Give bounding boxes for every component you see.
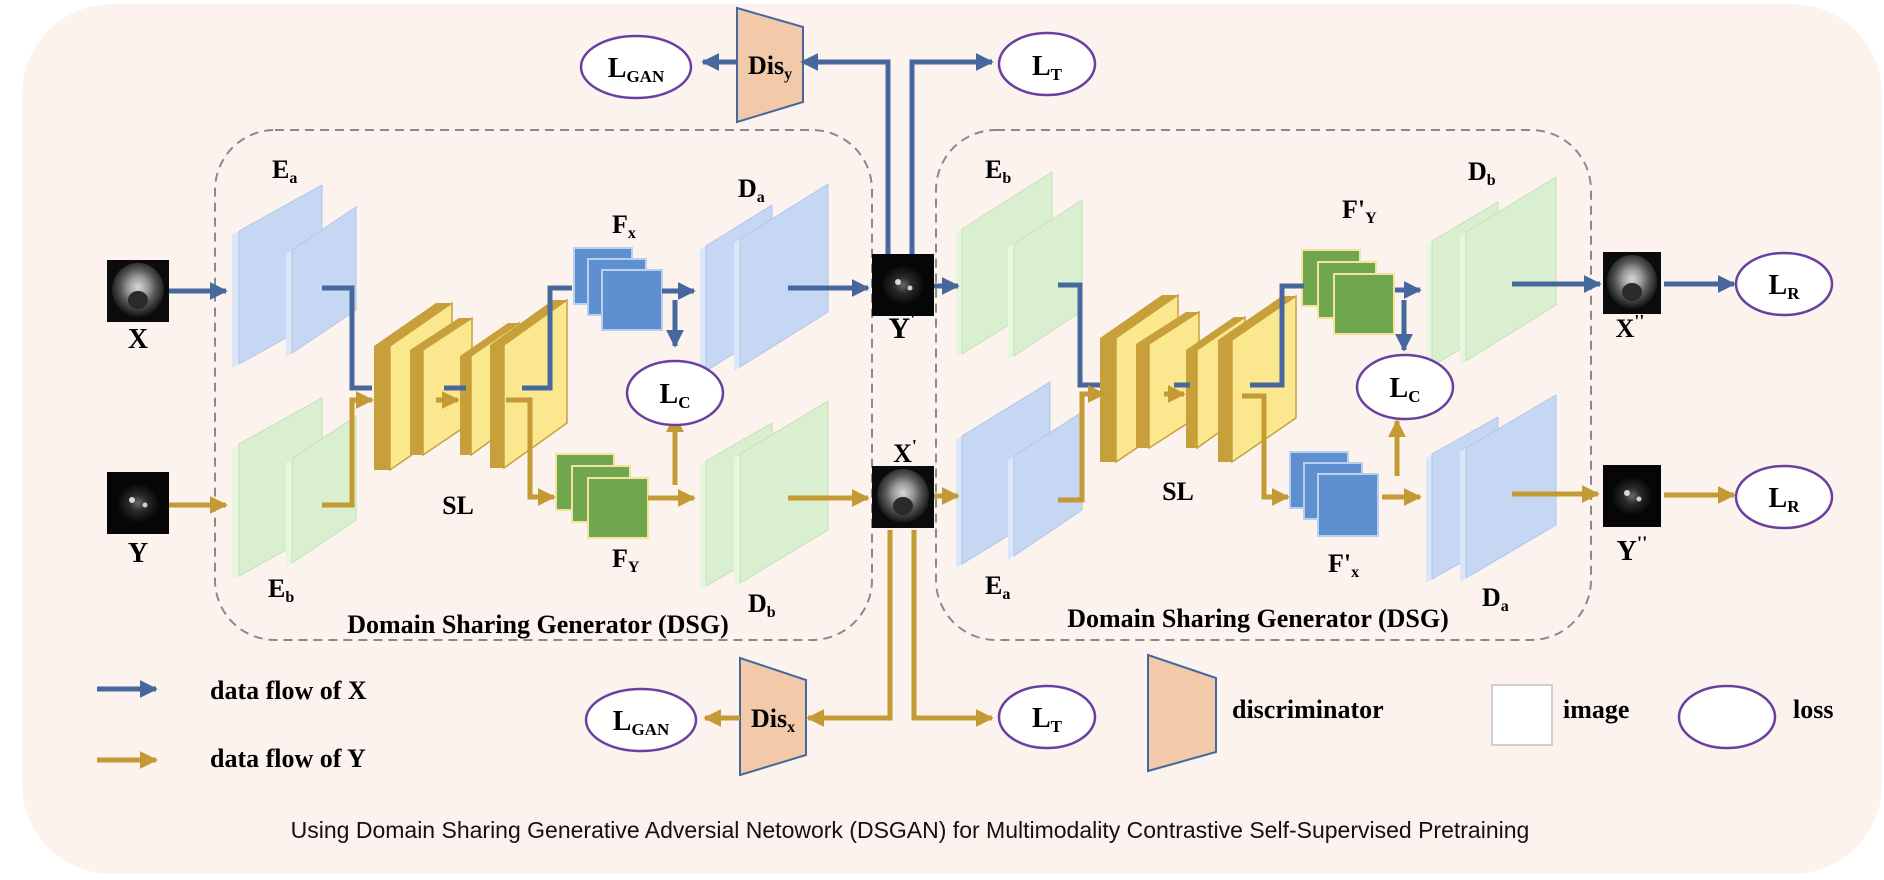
legend-flow-x-label: data flow of X [210, 676, 367, 705]
left-feature-bottom-label: FY [612, 544, 640, 576]
image-y-double-prime [1603, 465, 1661, 527]
left-decoder-bottom-label: Db [748, 589, 776, 621]
left-shared-layer-label: SL [442, 491, 474, 520]
legend-flow-y-label: data flow of Y [210, 744, 366, 773]
loss-t-bottom [997, 684, 1097, 750]
image-y [107, 472, 169, 534]
legend-loss-label: loss [1793, 695, 1833, 724]
image-y-prime-label: Y' [888, 309, 915, 345]
left-decoder-top [700, 183, 829, 375]
image-x-double-prime-label: X'' [1616, 311, 1645, 343]
right-decoder-top-label: Db [1468, 157, 1496, 189]
discriminator-bottom [739, 656, 807, 777]
right-decoder-top [1426, 176, 1557, 370]
loss-c-left-label: LC [660, 379, 691, 412]
image-x [107, 260, 169, 322]
right-encoder-bottom [956, 381, 1083, 568]
left-feature-top [573, 247, 663, 331]
generator-right-boundary [935, 129, 1592, 641]
loss-gan-top [579, 34, 693, 100]
legend-image-label: image [1563, 695, 1629, 724]
left-feature-top-label: Fx [612, 210, 636, 242]
loss-t-top-label: LT [1032, 51, 1063, 84]
image-y-prime [872, 254, 934, 316]
loss-gan-bottom-label: LGAN [613, 706, 670, 739]
loss-t-top [997, 31, 1097, 97]
loss-c-left [625, 359, 725, 427]
left-encoder-bottom [232, 397, 357, 580]
right-decoder-bottom-label: Da [1482, 583, 1509, 615]
right-encoder-top [956, 171, 1083, 360]
image-x-label: X [128, 324, 148, 355]
right-shared-layer-label: SL [1162, 477, 1194, 506]
left-decoder-bottom [700, 400, 829, 590]
legend-discriminator-label: discriminator [1232, 695, 1384, 724]
loss-gan-top-label: LGAN [608, 53, 665, 86]
right-feature-bottom-label: F'x [1328, 549, 1359, 581]
image-y-double-prime-label: Y'' [1617, 533, 1648, 567]
image-x-double-prime [1603, 252, 1661, 314]
left-feature-bottom [555, 453, 649, 539]
loss-gan-bottom [584, 687, 698, 753]
discriminator-top-label: Disy [748, 51, 792, 83]
generator-left-boundary [214, 129, 873, 641]
loss-c-right-label: LC [1390, 373, 1421, 406]
loss-r-bottom [1734, 464, 1834, 530]
discriminator-bottom-label: Disx [751, 704, 795, 736]
loss-r-bottom-label: LR [1769, 483, 1801, 516]
left-encoder-top [232, 184, 357, 368]
left-decoder-top-label: Da [738, 174, 765, 206]
generator-right-title: Domain Sharing Generator (DSG) [1067, 604, 1449, 633]
discriminator-top [736, 6, 804, 124]
background-panel [22, 4, 1882, 874]
right-shared-layers [1100, 293, 1297, 464]
loss-legend-swatch [1677, 684, 1777, 750]
generator-left-title: Domain Sharing Generator (DSG) [347, 610, 729, 639]
right-feature-top-label: F'Y [1342, 195, 1377, 227]
loss-r-top [1734, 251, 1834, 317]
left-encoder-top-label: Ea [272, 155, 297, 187]
loss-c-right [1355, 353, 1455, 421]
right-encoder-bottom-label: Ea [985, 571, 1010, 603]
image-x-prime-label: X' [893, 436, 917, 468]
loss-t-bottom-label: LT [1032, 703, 1063, 736]
flow-y-paths [97, 385, 1736, 769]
image-legend-swatch [1491, 684, 1553, 746]
diagram-caption: Using Domain Sharing Generative Adversia… [291, 817, 1530, 843]
right-encoder-top-label: Eb [985, 155, 1011, 187]
flow-x-paths [97, 53, 1736, 698]
loss-r-top-label: LR [1769, 270, 1801, 303]
image-x-prime [872, 466, 934, 528]
right-decoder-bottom [1426, 394, 1557, 583]
image-y-label: Y [128, 538, 148, 569]
left-encoder-bottom-label: Eb [268, 574, 294, 606]
discriminator-legend-swatch [1147, 653, 1217, 773]
right-feature-top [1301, 249, 1395, 335]
right-feature-bottom [1289, 451, 1379, 537]
